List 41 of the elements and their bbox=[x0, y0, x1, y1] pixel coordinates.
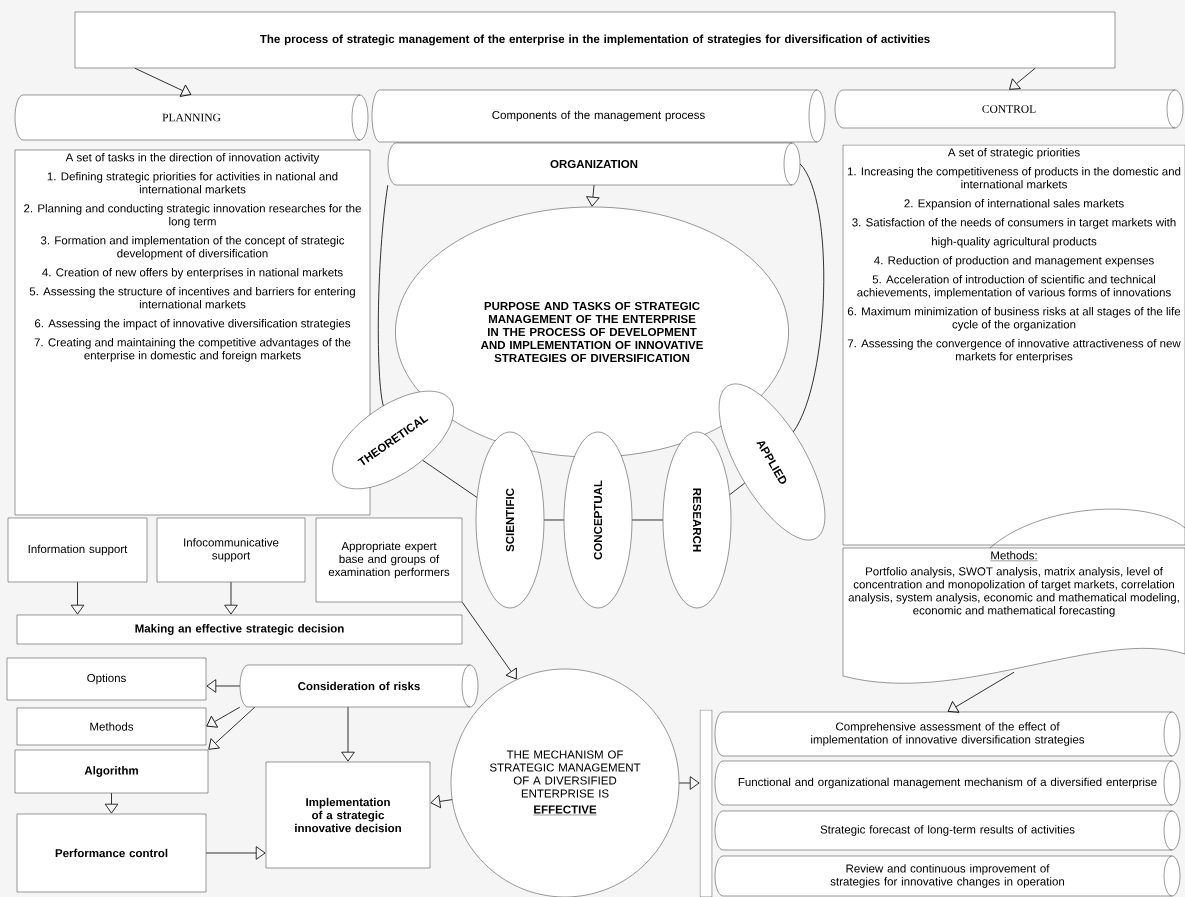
risks-cylinder: Consideration of risks bbox=[239, 664, 479, 708]
control-banner: CONTROL bbox=[834, 89, 1184, 129]
block-arrow bbox=[70, 581, 85, 615]
block-arrow bbox=[341, 706, 355, 762]
block-arrow bbox=[208, 706, 256, 750]
node-label: Methods: bbox=[991, 551, 1037, 560]
block-arrow bbox=[947, 671, 1015, 713]
connector-line bbox=[422, 459, 478, 498]
methods-document: Methods: Portfolio analysis, SWOT analysis, matrix analysis, level of concentration and monopolization of target markets, correlation analysis, system analysis, economic and mathematical modeling, economic and mathematical forecasting bbox=[842, 508, 1185, 684]
priorities-box: A set of strategic priorities 1. Increasing the competitiveness of products in the domestic and international markets 2. Expansion of international sales markets 3. Satisfaction of the needs of consumers in target markets with high-quality agricultural products 4. Reduction of production and management expenses 5. Acceleration of introduction of scientific and technical achievements, implementation of various forms of innovations 6. Maximum minimization of business risks at all stages of the life cycle of the organization 7. Assessing the convergence of innovative attractiveness of new markets for enterprises bbox=[842, 144, 1185, 546]
vertical-bar bbox=[699, 709, 713, 897]
organization-banner: ORGANIZATION bbox=[387, 142, 801, 186]
block-arrow bbox=[586, 184, 600, 207]
block-arrow bbox=[205, 846, 266, 860]
block-arrow bbox=[206, 706, 241, 728]
title-box: The process of strategic management of the enterprise in the implementation of strategies for diversification of activities bbox=[74, 11, 1116, 69]
connector-curve bbox=[377, 184, 389, 407]
connector-line bbox=[543, 519, 565, 521]
components-banner: Components of the management process bbox=[371, 89, 826, 143]
expert-box: Appropriate expert base and groups of examination performers bbox=[315, 517, 463, 603]
connector-line bbox=[729, 482, 746, 496]
support-box: Infocommunicative support bbox=[156, 517, 306, 583]
control-box: Performance control bbox=[16, 813, 207, 893]
connector-line bbox=[631, 519, 664, 521]
block-arrow bbox=[206, 679, 241, 693]
block-arrow bbox=[1009, 67, 1036, 90]
block-arrow bbox=[430, 794, 453, 809]
node-label: Portfolio analysis, SWOT analysis, matrix analysis, level of concentration and monopolization of target markets, correlation analysis, system analysis, economic and mathematical modeling, economic and mathematical forecasting bbox=[848, 567, 1179, 617]
implementation-box: Implementation of a strategic innovative decision bbox=[265, 761, 431, 869]
decision-box: Making an effective strategic decision bbox=[16, 614, 463, 645]
block-arrow bbox=[224, 581, 238, 615]
algorithm-box: Algorithm bbox=[14, 749, 209, 794]
block-arrow bbox=[461, 601, 517, 680]
block-arrow bbox=[104, 792, 119, 814]
block-arrow bbox=[134, 67, 192, 97]
support-box: Information support bbox=[7, 517, 148, 583]
option-box: Options bbox=[6, 657, 207, 701]
block-arrow bbox=[678, 776, 700, 790]
method-box: Methods bbox=[16, 707, 207, 746]
planning-banner: PLANNING bbox=[14, 94, 369, 141]
connector-curve bbox=[793, 163, 824, 433]
